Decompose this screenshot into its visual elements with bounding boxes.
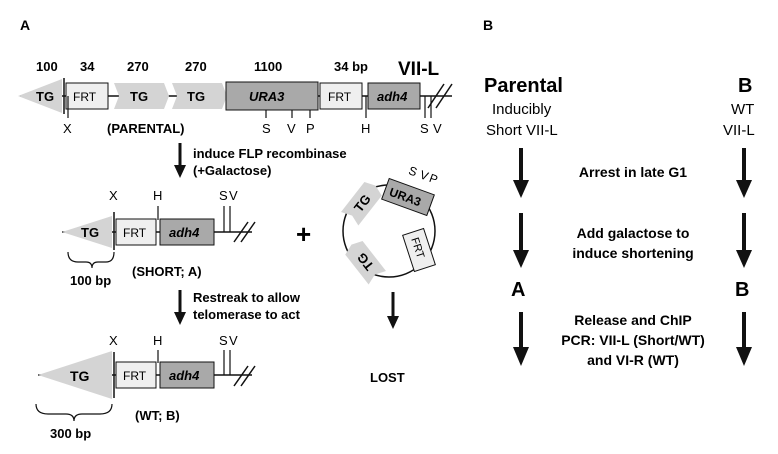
- adh4-label-parental: adh4: [377, 89, 408, 104]
- panel-b-label: B: [483, 17, 493, 33]
- site-s-2: S: [420, 121, 429, 136]
- frt-label-parental-2: FRT: [328, 90, 352, 104]
- chromosome-label: VII-L: [398, 59, 440, 80]
- tg-repeat-1-label: TG: [130, 89, 148, 104]
- tg-repeat-2: [172, 83, 227, 109]
- wt-label: (WT; B): [135, 408, 180, 423]
- tg-triangle-parental: [18, 79, 62, 113]
- lost-label: LOST: [370, 370, 405, 385]
- wt-construct: TG FRT adh4 X H S V 300 bp (WT; B): [35, 333, 256, 441]
- step-chip-2: PCR: VII-L (Short/WT): [561, 332, 705, 348]
- step-arrest: Arrest in late G1: [579, 164, 687, 180]
- site-x-wt: X: [109, 333, 118, 348]
- length-labels: 100 34 270 270 1100 34 bp: [36, 59, 368, 74]
- left-title: Parental: [484, 75, 563, 97]
- parental-construct: TG FRT TG TG URA3 FRT adh4 X S V P H S V: [18, 78, 453, 136]
- frt-label-parental: FRT: [73, 90, 97, 104]
- mid-label-b: B: [735, 279, 749, 301]
- ura3-label: URA3: [249, 89, 285, 104]
- step-chip-1: Release and ChIP: [574, 312, 692, 328]
- excised-circle: URA3 TG TG FRT S V P: [341, 163, 440, 285]
- step-chip-3: and VI-R (WT): [587, 352, 679, 368]
- site-v-wt: V: [229, 333, 238, 348]
- site-v: V: [287, 121, 296, 136]
- right-title: B: [738, 75, 752, 97]
- site-s-wt: S: [219, 333, 228, 348]
- frt-box-wt: [115, 361, 157, 389]
- left-sub-2: Short VII-L: [486, 122, 558, 139]
- right-sub-2: VII-L: [723, 122, 755, 139]
- right-arrows: [736, 148, 752, 366]
- site-p: P: [306, 121, 315, 136]
- site-s-short: S: [219, 188, 228, 203]
- adh4-box-wt: [159, 361, 215, 389]
- tg-triangle-wt: [38, 351, 112, 399]
- step2-text-1: Restreak to allow: [193, 290, 301, 305]
- frt-label-short: FRT: [123, 226, 147, 240]
- site-h: H: [361, 121, 370, 136]
- short-length: 100 bp: [70, 273, 111, 288]
- adh4-label-short: adh4: [169, 225, 200, 240]
- left-arrows: [513, 148, 529, 366]
- tg-repeat-2-label: TG: [187, 89, 205, 104]
- ura3-box: [225, 81, 319, 111]
- length-frt: 34: [80, 59, 95, 74]
- mid-label-a: A: [511, 279, 525, 301]
- short-construct: TG FRT adh4 X H S V 100 bp (SHORT; A): [62, 188, 256, 288]
- frt-box-circle: [402, 227, 436, 273]
- adh4-box-parental: [367, 82, 421, 110]
- step1-text-2: (+Galactose): [193, 163, 271, 178]
- length-tg: 100: [36, 59, 58, 74]
- circle-site-s: S: [407, 163, 419, 179]
- brace-short: [67, 251, 115, 269]
- frt-label-wt: FRT: [123, 369, 147, 383]
- site-s: S: [262, 121, 271, 136]
- tg-repeat-circle-1: [341, 182, 382, 226]
- tg-triangle-short: [62, 216, 112, 248]
- length-frt-2: 34 bp: [334, 59, 368, 74]
- step1-text-1: induce FLP recombinase: [193, 146, 347, 161]
- right-sub-1: WT: [731, 101, 754, 118]
- frt-box-parental: [65, 82, 109, 110]
- length-tg-2: 270: [127, 59, 149, 74]
- plus-sign: +: [296, 219, 311, 249]
- circle-site-p: P: [427, 171, 439, 187]
- step-galactose-2: induce shortening: [572, 245, 693, 261]
- brace-wt: [35, 403, 113, 422]
- short-label: (SHORT; A): [132, 264, 202, 279]
- site-h-short: H: [153, 188, 162, 203]
- step2-text-2: telomerase to act: [193, 307, 301, 322]
- left-sub-1: Inducibly: [492, 101, 552, 118]
- site-h-wt: H: [153, 333, 162, 348]
- site-x: X: [63, 121, 72, 136]
- tg-label-parental: TG: [36, 89, 54, 104]
- frt-box-parental-2: [319, 82, 363, 110]
- step-galactose-1: Add galactose to: [577, 225, 690, 241]
- tg-repeat-circle-2: [345, 241, 386, 285]
- frt-box-short: [115, 218, 157, 246]
- length-ura3: 1100: [254, 59, 282, 74]
- length-tg-3: 270: [185, 59, 207, 74]
- parental-label: (PARENTAL): [107, 121, 185, 136]
- tg-label-short: TG: [81, 225, 99, 240]
- tg-repeat-1: [114, 83, 169, 109]
- adh4-box-short: [159, 218, 215, 246]
- site-v-2: V: [433, 121, 442, 136]
- wt-length: 300 bp: [50, 426, 91, 441]
- site-x-short: X: [109, 188, 118, 203]
- ura3-box-circle: [381, 177, 435, 217]
- adh4-label-wt: adh4: [169, 368, 200, 383]
- site-v-short: V: [229, 188, 238, 203]
- panel-a-label: A: [20, 17, 30, 33]
- tg-label-wt: TG: [70, 368, 90, 384]
